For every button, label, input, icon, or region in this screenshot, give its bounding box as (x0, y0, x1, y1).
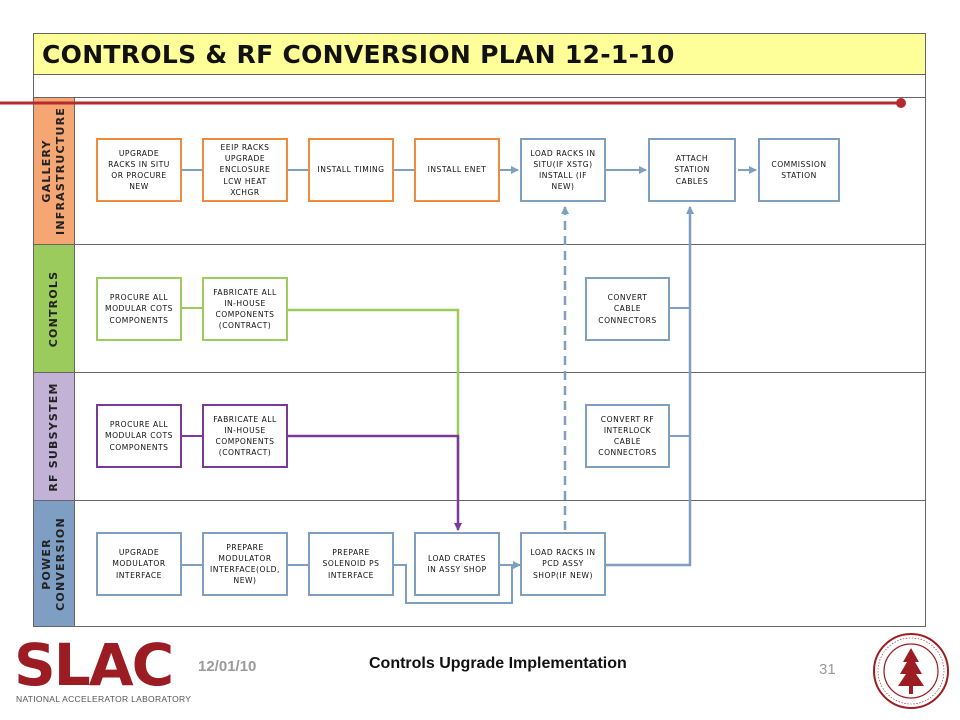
footer-title: Controls Upgrade Implementation (369, 655, 627, 672)
box-install-timing: INSTALL TIMING (308, 138, 394, 202)
box-prepare-modulator-text: PREPARE MODULATOR INTERFACE(OLD, NEW) (210, 542, 280, 586)
box-prepare-solenoid: PREPARE SOLENOID PS INTERFACE (308, 532, 394, 596)
lane-label-gallery: GALLERY INFRASTRUCTURE (33, 97, 75, 245)
box-upgrade-racks: UPGRADE RACKS IN SITU OR PROCURE NEW (96, 138, 182, 202)
box-upgrade-racks-text: UPGRADE RACKS IN SITU OR PROCURE NEW (108, 148, 170, 192)
box-attach-cables-text: ATTACH STATION CABLES (674, 154, 710, 186)
box-procure-rf: PROCURE ALL MODULAR COTS COMPONENTS (96, 404, 182, 468)
box-prepare-modulator: PREPARE MODULATOR INTERFACE(OLD, NEW) (202, 532, 288, 596)
lane-divider (33, 500, 926, 501)
box-attach-cables: ATTACH STATION CABLES (648, 138, 736, 202)
box-load-racks-pcd-text: LOAD RACKS IN PCD ASSY SHOP(IF NEW) (530, 548, 596, 580)
slac-logo-subtitle: NATIONAL ACCELERATOR LABORATORY (16, 694, 192, 704)
box-load-racks-insitu-text: LOAD RACKS IN SITU(IF XSTG) INSTALL (IF … (530, 148, 596, 192)
box-eeip-racks: EEIP RACKS UPGRADE ENCLOSURE LCW HEAT XC… (202, 138, 288, 202)
lane-label-power: POWER CONVERSION (33, 500, 75, 627)
box-convert-cable: CONVERT CABLE CONNECTORS (585, 277, 670, 341)
connector-controls-to-load-crates (288, 308, 460, 480)
box-procure-rf-text: PROCURE ALL MODULAR COTS COMPONENTS (105, 420, 173, 452)
box-procure-controls: PROCURE ALL MODULAR COTS COMPONENTS (96, 277, 182, 341)
box-fabricate-rf: FABRICATE ALL IN-HOUSE COMPONENTS (CONTR… (202, 404, 288, 468)
box-upgrade-modulator: UPGRADE MODULATOR INTERFACE (96, 532, 182, 596)
stanford-seal-icon (873, 633, 949, 709)
lane-label-controls: CONTROLS (33, 244, 75, 373)
page-number: 31 (819, 661, 836, 678)
footer-date: 12/01/10 (198, 658, 257, 675)
arrow-to-load-racks-pcd (394, 561, 521, 604)
lane-label-rf: RF SUBSYSTEM (33, 372, 75, 501)
lane-divider (33, 372, 926, 373)
timeline-end-dot (896, 98, 906, 108)
arrow-rf-to-load-crates (288, 434, 462, 531)
page-title: CONTROLS & RF CONVERSION PLAN 12-1-10 (42, 40, 675, 69)
box-fabricate-controls: FABRICATE ALL IN-HOUSE COMPONENTS (CONTR… (202, 277, 288, 341)
box-load-crates-text: LOAD CRATES IN ASSY SHOP (427, 553, 487, 574)
box-upgrade-modulator-text: UPGRADE MODULATOR INTERFACE (112, 548, 166, 580)
box-install-timing-text: INSTALL TIMING (317, 165, 385, 175)
title-band: CONTROLS & RF CONVERSION PLAN 12-1-10 (33, 33, 926, 75)
box-fabricate-rf-text: FABRICATE ALL IN-HOUSE COMPONENTS (CONTR… (213, 414, 277, 458)
box-convert-rf: CONVERT RF INTERLOCK CABLE CONNECTORS (585, 404, 670, 468)
slac-logo: SLAC (14, 631, 174, 699)
box-fabricate-controls-text: FABRICATE ALL IN-HOUSE COMPONENTS (CONTR… (213, 287, 277, 331)
arrow-to-attach-cables (606, 206, 694, 567)
box-convert-cable-text: CONVERT CABLE CONNECTORS (598, 293, 657, 325)
box-commission-text: COMMISSION STATION (771, 159, 827, 180)
box-install-enet-text: INSTALL ENET (427, 165, 487, 175)
box-load-racks-insitu: LOAD RACKS IN SITU(IF XSTG) INSTALL (IF … (520, 138, 606, 202)
lane-divider (33, 244, 926, 245)
box-prepare-solenoid-text: PREPARE SOLENOID PS INTERFACE (322, 548, 380, 580)
box-load-racks-pcd: LOAD RACKS IN PCD ASSY SHOP(IF NEW) (520, 532, 606, 596)
box-procure-controls-text: PROCURE ALL MODULAR COTS COMPONENTS (105, 293, 173, 325)
box-commission: COMMISSION STATION (758, 138, 840, 202)
box-load-crates: LOAD CRATES IN ASSY SHOP (414, 532, 500, 596)
box-eeip-racks-text: EEIP RACKS UPGRADE ENCLOSURE LCW HEAT XC… (219, 142, 271, 197)
box-convert-rf-text: CONVERT RF INTERLOCK CABLE CONNECTORS (598, 414, 657, 458)
box-install-enet: INSTALL ENET (414, 138, 500, 202)
